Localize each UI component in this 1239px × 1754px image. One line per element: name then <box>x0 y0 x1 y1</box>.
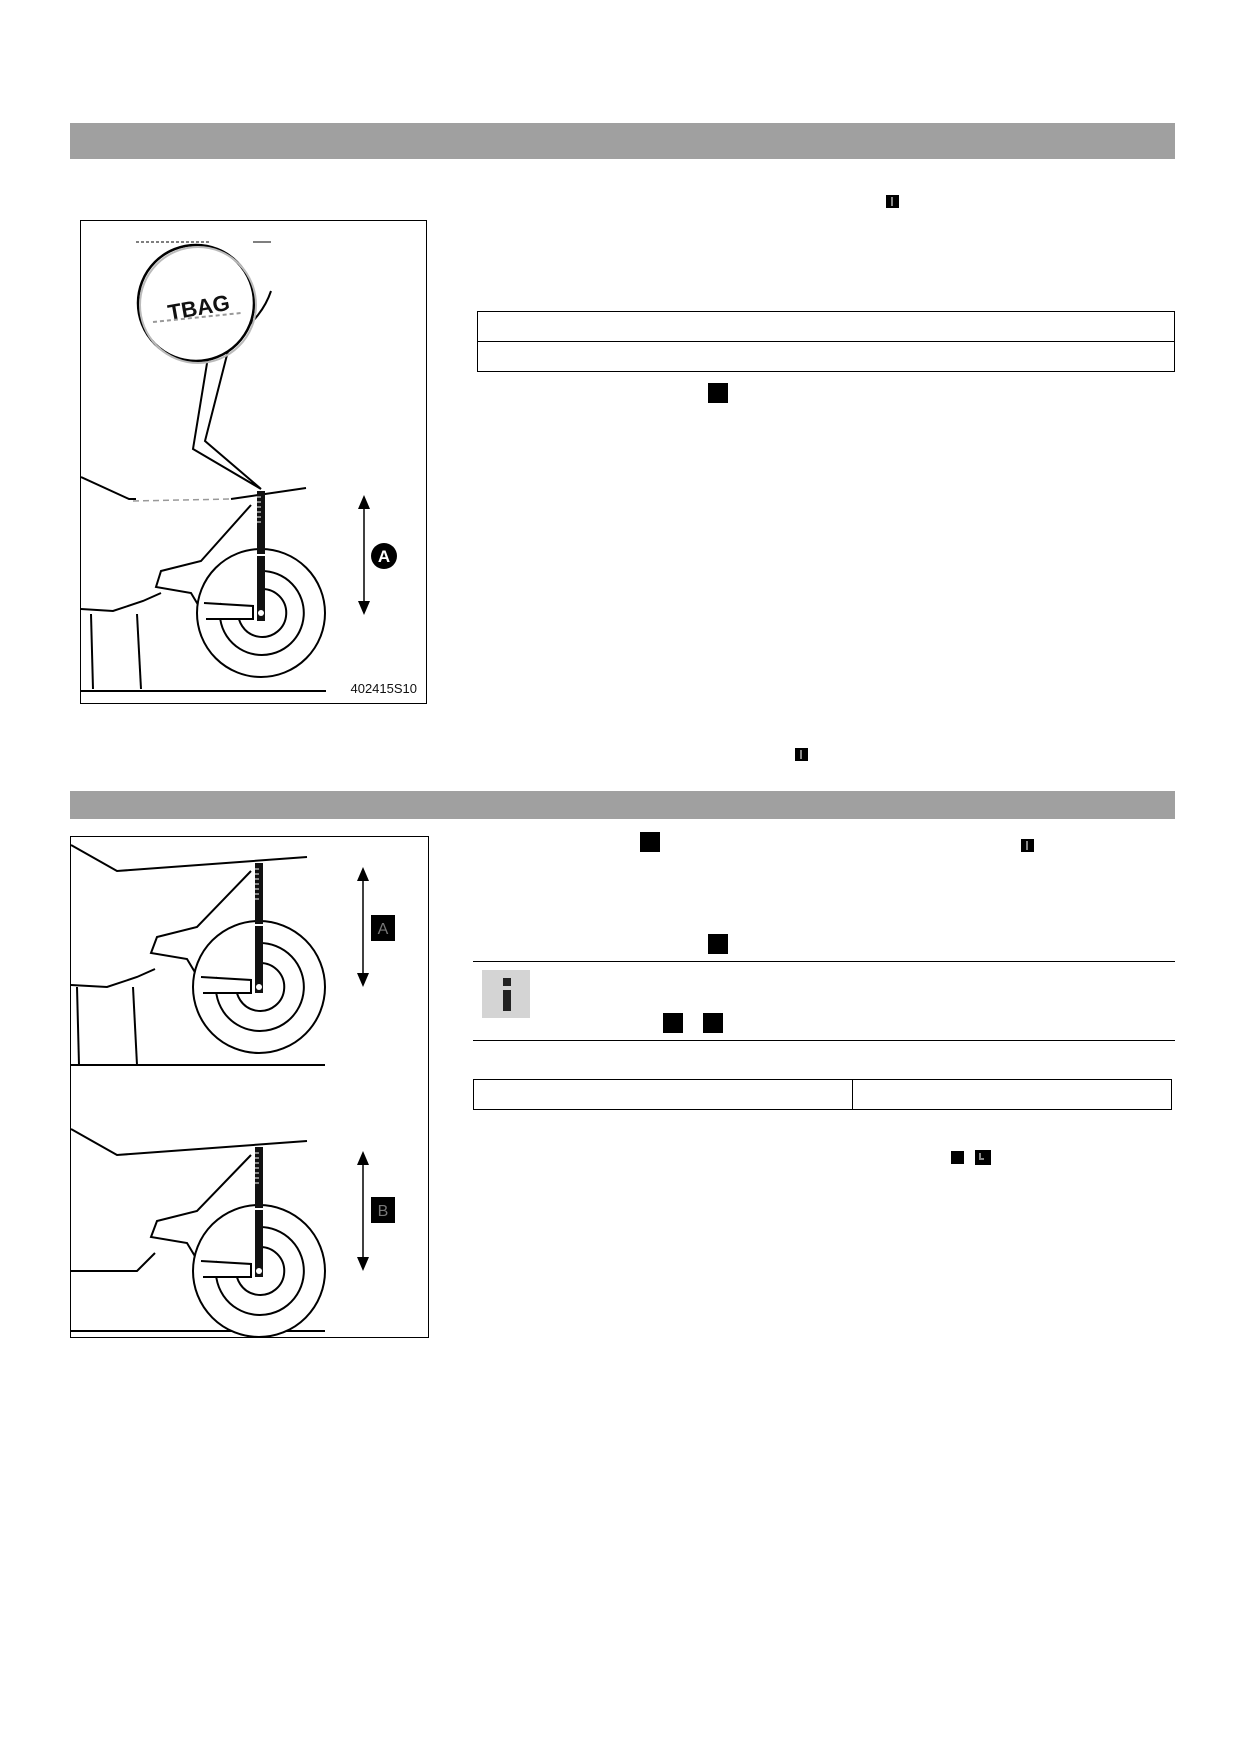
reference-marker <box>886 195 899 208</box>
reference-marker <box>1021 839 1034 852</box>
table-cell <box>474 1080 853 1109</box>
section-header-band <box>70 791 1175 819</box>
table-row <box>478 312 1174 342</box>
reference-marker <box>708 934 728 954</box>
reference-marker <box>663 1013 683 1033</box>
info-icon <box>482 970 530 1018</box>
spec-table <box>477 311 1175 372</box>
callout-a-label: A <box>378 547 390 566</box>
reference-marker <box>975 1150 991 1165</box>
table-row <box>478 342 1174 372</box>
spec-table <box>473 1079 1172 1110</box>
note-divider-bottom <box>473 1040 1175 1041</box>
figure-rear-sag-comparison: A B <box>70 836 429 1338</box>
callout-a-label: A <box>378 921 389 938</box>
reference-marker <box>708 383 728 403</box>
reference-marker <box>640 832 660 852</box>
callout-b-label: B <box>378 1203 389 1220</box>
figure-rear-sag-measurement: TBAG A 402415S10 <box>80 220 427 704</box>
reference-marker <box>951 1151 964 1164</box>
reference-marker <box>703 1013 723 1033</box>
note-divider-top <box>473 961 1175 962</box>
reference-marker <box>795 748 808 761</box>
table-cell <box>853 1080 1171 1109</box>
section-header-band <box>70 123 1175 159</box>
figure-code: 402415S10 <box>350 681 417 696</box>
